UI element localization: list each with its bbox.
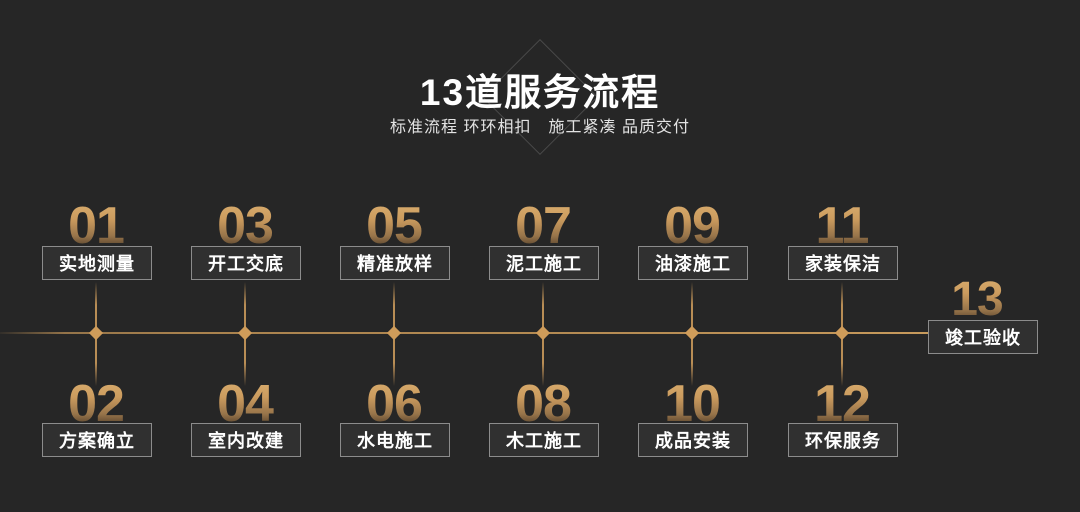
step-label: 方案确立 <box>42 423 152 457</box>
step-number: 04 <box>175 376 315 432</box>
step-label: 木工施工 <box>489 423 599 457</box>
timeline-line <box>0 332 928 334</box>
step-label: 开工交底 <box>191 246 301 280</box>
step-label: 油漆施工 <box>638 246 748 280</box>
step-number: 09 <box>622 198 762 254</box>
step-number: 01 <box>26 198 166 254</box>
step-label: 成品安装 <box>638 423 748 457</box>
step-label: 水电施工 <box>340 423 450 457</box>
diamond-marker-icon <box>834 325 850 341</box>
step-label: 室内改建 <box>191 423 301 457</box>
diamond-marker-icon <box>684 325 700 341</box>
diamond-marker-icon <box>237 325 253 341</box>
page-subtitle: 标准流程 环环相扣 施工紧凑 品质交付 <box>390 119 690 136</box>
step-number: 10 <box>622 376 762 432</box>
step-label: 竣工验收 <box>928 320 1038 354</box>
step-number: 11 <box>772 198 912 254</box>
step-label: 环保服务 <box>788 423 898 457</box>
step-label: 家装保洁 <box>788 246 898 280</box>
step-number: 03 <box>175 198 315 254</box>
diamond-marker-icon <box>88 325 104 341</box>
step-number: 05 <box>324 198 464 254</box>
step-label: 实地测量 <box>42 246 152 280</box>
step-number: 02 <box>26 376 166 432</box>
step-number: 08 <box>473 376 613 432</box>
step-number: 06 <box>324 376 464 432</box>
step-number: 13 <box>907 272 1047 328</box>
step-number: 12 <box>772 376 912 432</box>
step-number: 07 <box>473 198 613 254</box>
diamond-marker-icon <box>535 325 551 341</box>
step-label: 泥工施工 <box>489 246 599 280</box>
step-label: 精准放样 <box>340 246 450 280</box>
page-title: 13道服务流程 <box>419 72 661 113</box>
diamond-marker-icon <box>386 325 402 341</box>
